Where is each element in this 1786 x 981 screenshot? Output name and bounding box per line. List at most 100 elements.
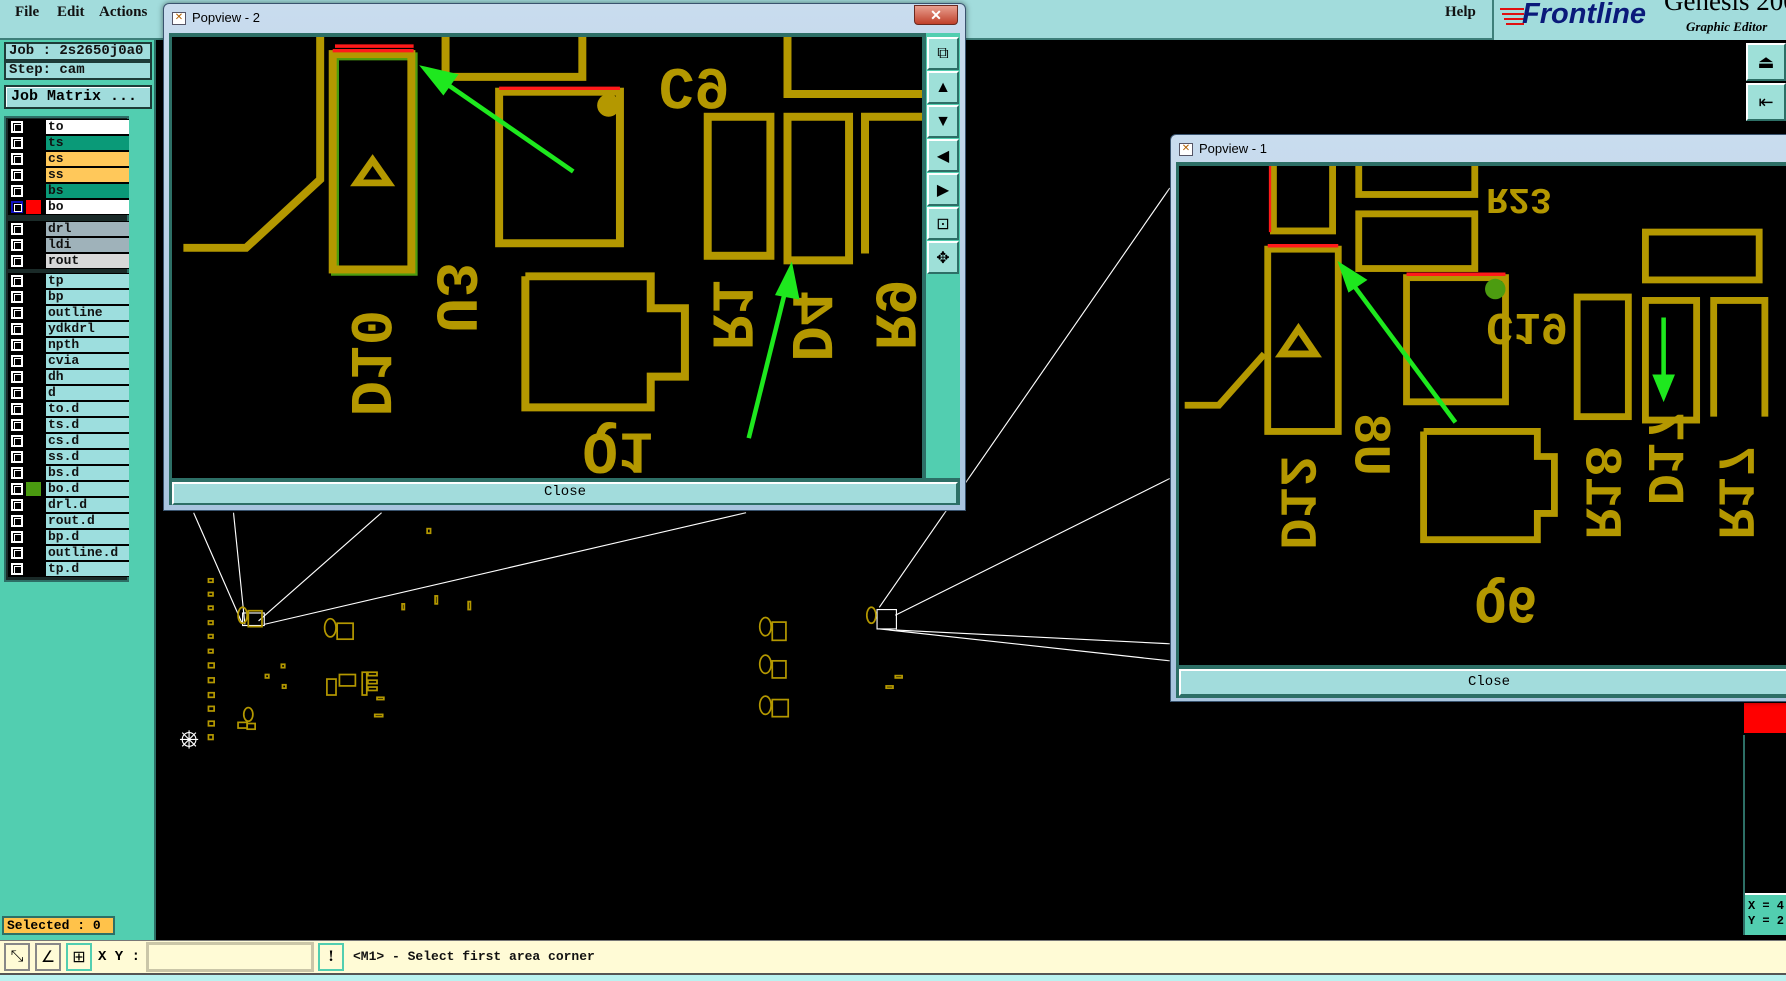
menu-actions[interactable]: Actions — [99, 4, 148, 20]
layer-row[interactable]: to.d — [8, 401, 129, 417]
export-up-button[interactable]: ⏏ — [1746, 43, 1786, 81]
layer-checkbox[interactable] — [11, 339, 23, 351]
layer-name[interactable]: cs — [46, 152, 129, 166]
layer-row[interactable]: ldi — [8, 237, 129, 253]
layer-row[interactable]: bp — [8, 289, 129, 305]
layer-row[interactable]: bo.d — [8, 481, 129, 497]
layer-name[interactable]: bs — [46, 184, 129, 198]
job-matrix-button[interactable]: Job Matrix ... — [4, 85, 152, 109]
layer-name[interactable]: bp.d — [46, 530, 129, 544]
layer-row[interactable]: outline — [8, 305, 129, 321]
layer-name[interactable]: outline.d — [46, 546, 129, 560]
layer-name[interactable]: bp — [46, 290, 129, 304]
layer-checkbox[interactable] — [11, 223, 23, 235]
layer-name[interactable]: bs.d — [46, 466, 129, 480]
layer-name[interactable]: ts — [46, 136, 129, 150]
layer-name[interactable]: npth — [46, 338, 129, 352]
layer-name[interactable]: to — [46, 120, 129, 134]
layer-checkbox[interactable] — [11, 403, 23, 415]
layer-checkbox[interactable] — [11, 451, 23, 463]
layer-row[interactable]: outline.d — [8, 545, 129, 561]
layer-name[interactable]: cvia — [46, 354, 129, 368]
layer-row[interactable]: drl — [8, 221, 129, 237]
layer-row[interactable]: cvia — [8, 353, 129, 369]
layer-checkbox[interactable] — [11, 307, 23, 319]
layer-checkbox[interactable] — [11, 387, 23, 399]
layer-checkbox[interactable] — [11, 515, 23, 527]
layer-name[interactable]: to.d — [46, 402, 129, 416]
layer-checkbox[interactable] — [11, 419, 23, 431]
layer-name[interactable]: ss — [46, 168, 129, 182]
popview-1-close-button[interactable]: Close — [1179, 669, 1786, 696]
popview-2-close-button[interactable]: Close — [172, 482, 958, 505]
layer-checkbox[interactable] — [11, 291, 23, 303]
layer-name[interactable]: tp — [46, 274, 129, 288]
layer-name[interactable]: bo — [46, 200, 129, 214]
popview-1-canvas[interactable]: D12 U8 Q6 R18 D17 R17 C19 R23 — [1179, 151, 1786, 665]
layer-checkbox[interactable] — [11, 121, 23, 133]
layer-checkbox[interactable] — [11, 201, 23, 213]
layer-row[interactable]: tp.d — [8, 561, 129, 577]
alert-button[interactable]: ! — [318, 943, 344, 971]
pan-up-button[interactable]: ▲ — [927, 71, 959, 104]
layer-checkbox[interactable] — [11, 531, 23, 543]
layer-name[interactable]: dh — [46, 370, 129, 384]
layer-checkbox[interactable] — [11, 275, 23, 287]
layer-checkbox[interactable] — [11, 153, 23, 165]
layer-checkbox[interactable] — [11, 323, 23, 335]
layer-row[interactable]: bs — [8, 183, 129, 199]
layer-checkbox[interactable] — [11, 255, 23, 267]
layer-name[interactable]: outline — [46, 306, 129, 320]
layer-row[interactable]: npth — [8, 337, 129, 353]
layer-checkbox[interactable] — [11, 355, 23, 367]
layer-checkbox[interactable] — [11, 185, 23, 197]
layer-name[interactable]: ss.d — [46, 450, 129, 464]
pan-right-button[interactable]: ▶ — [927, 173, 959, 206]
layer-row[interactable]: bp.d — [8, 529, 129, 545]
layer-checkbox[interactable] — [11, 547, 23, 559]
layer-row[interactable]: ss — [8, 167, 129, 183]
layer-name[interactable]: bo.d — [46, 482, 129, 496]
layer-checkbox[interactable] — [11, 169, 23, 181]
layer-row[interactable]: rout.d — [8, 513, 129, 529]
menu-file[interactable]: File — [15, 4, 40, 20]
layer-checkbox[interactable] — [11, 467, 23, 479]
grid-button[interactable]: ⊞ — [66, 943, 92, 971]
menu-edit[interactable]: Edit — [57, 4, 85, 20]
layer-checkbox[interactable] — [11, 563, 23, 575]
layer-row[interactable]: cs.d — [8, 433, 129, 449]
layer-name[interactable]: tp.d — [46, 562, 129, 576]
xy-input[interactable] — [146, 942, 314, 972]
layer-row[interactable]: rout — [8, 253, 129, 269]
layer-name[interactable]: rout.d — [46, 514, 129, 528]
layer-checkbox[interactable] — [11, 435, 23, 447]
pan-down-button[interactable]: ▼ — [927, 105, 959, 138]
layer-row[interactable]: drl.d — [8, 497, 129, 513]
layer-checkbox[interactable] — [11, 239, 23, 251]
layer-row[interactable]: tp — [8, 273, 129, 289]
layer-row[interactable]: ss.d — [8, 449, 129, 465]
window-close-button[interactable]: ✕ — [914, 5, 958, 25]
layer-row[interactable]: cs — [8, 151, 129, 167]
layer-row[interactable]: ts.d — [8, 417, 129, 433]
angle-button[interactable]: ∠ — [35, 943, 61, 971]
layer-row[interactable]: ts — [8, 135, 129, 151]
layer-row[interactable]: dh — [8, 369, 129, 385]
import-left-button[interactable]: ⇤ — [1746, 83, 1786, 121]
menu-help[interactable]: Help — [1445, 4, 1476, 20]
layer-name[interactable]: ldi — [46, 238, 129, 252]
layer-name[interactable]: cs.d — [46, 434, 129, 448]
layer-name[interactable]: ydkdrl — [46, 322, 129, 336]
zoom-in-button[interactable]: ⊡ — [927, 207, 959, 240]
layer-name[interactable]: drl.d — [46, 498, 129, 512]
layer-row[interactable]: ydkdrl — [8, 321, 129, 337]
layer-checkbox[interactable] — [11, 371, 23, 383]
pan-left-button[interactable]: ◀ — [927, 139, 959, 172]
layer-name[interactable]: drl — [46, 222, 129, 236]
layer-row[interactable]: bs.d — [8, 465, 129, 481]
layer-checkbox[interactable] — [11, 483, 23, 495]
layer-checkbox[interactable] — [11, 137, 23, 149]
layer-row[interactable]: to — [8, 119, 129, 135]
copy-view-button[interactable]: ⧉ — [927, 37, 959, 70]
